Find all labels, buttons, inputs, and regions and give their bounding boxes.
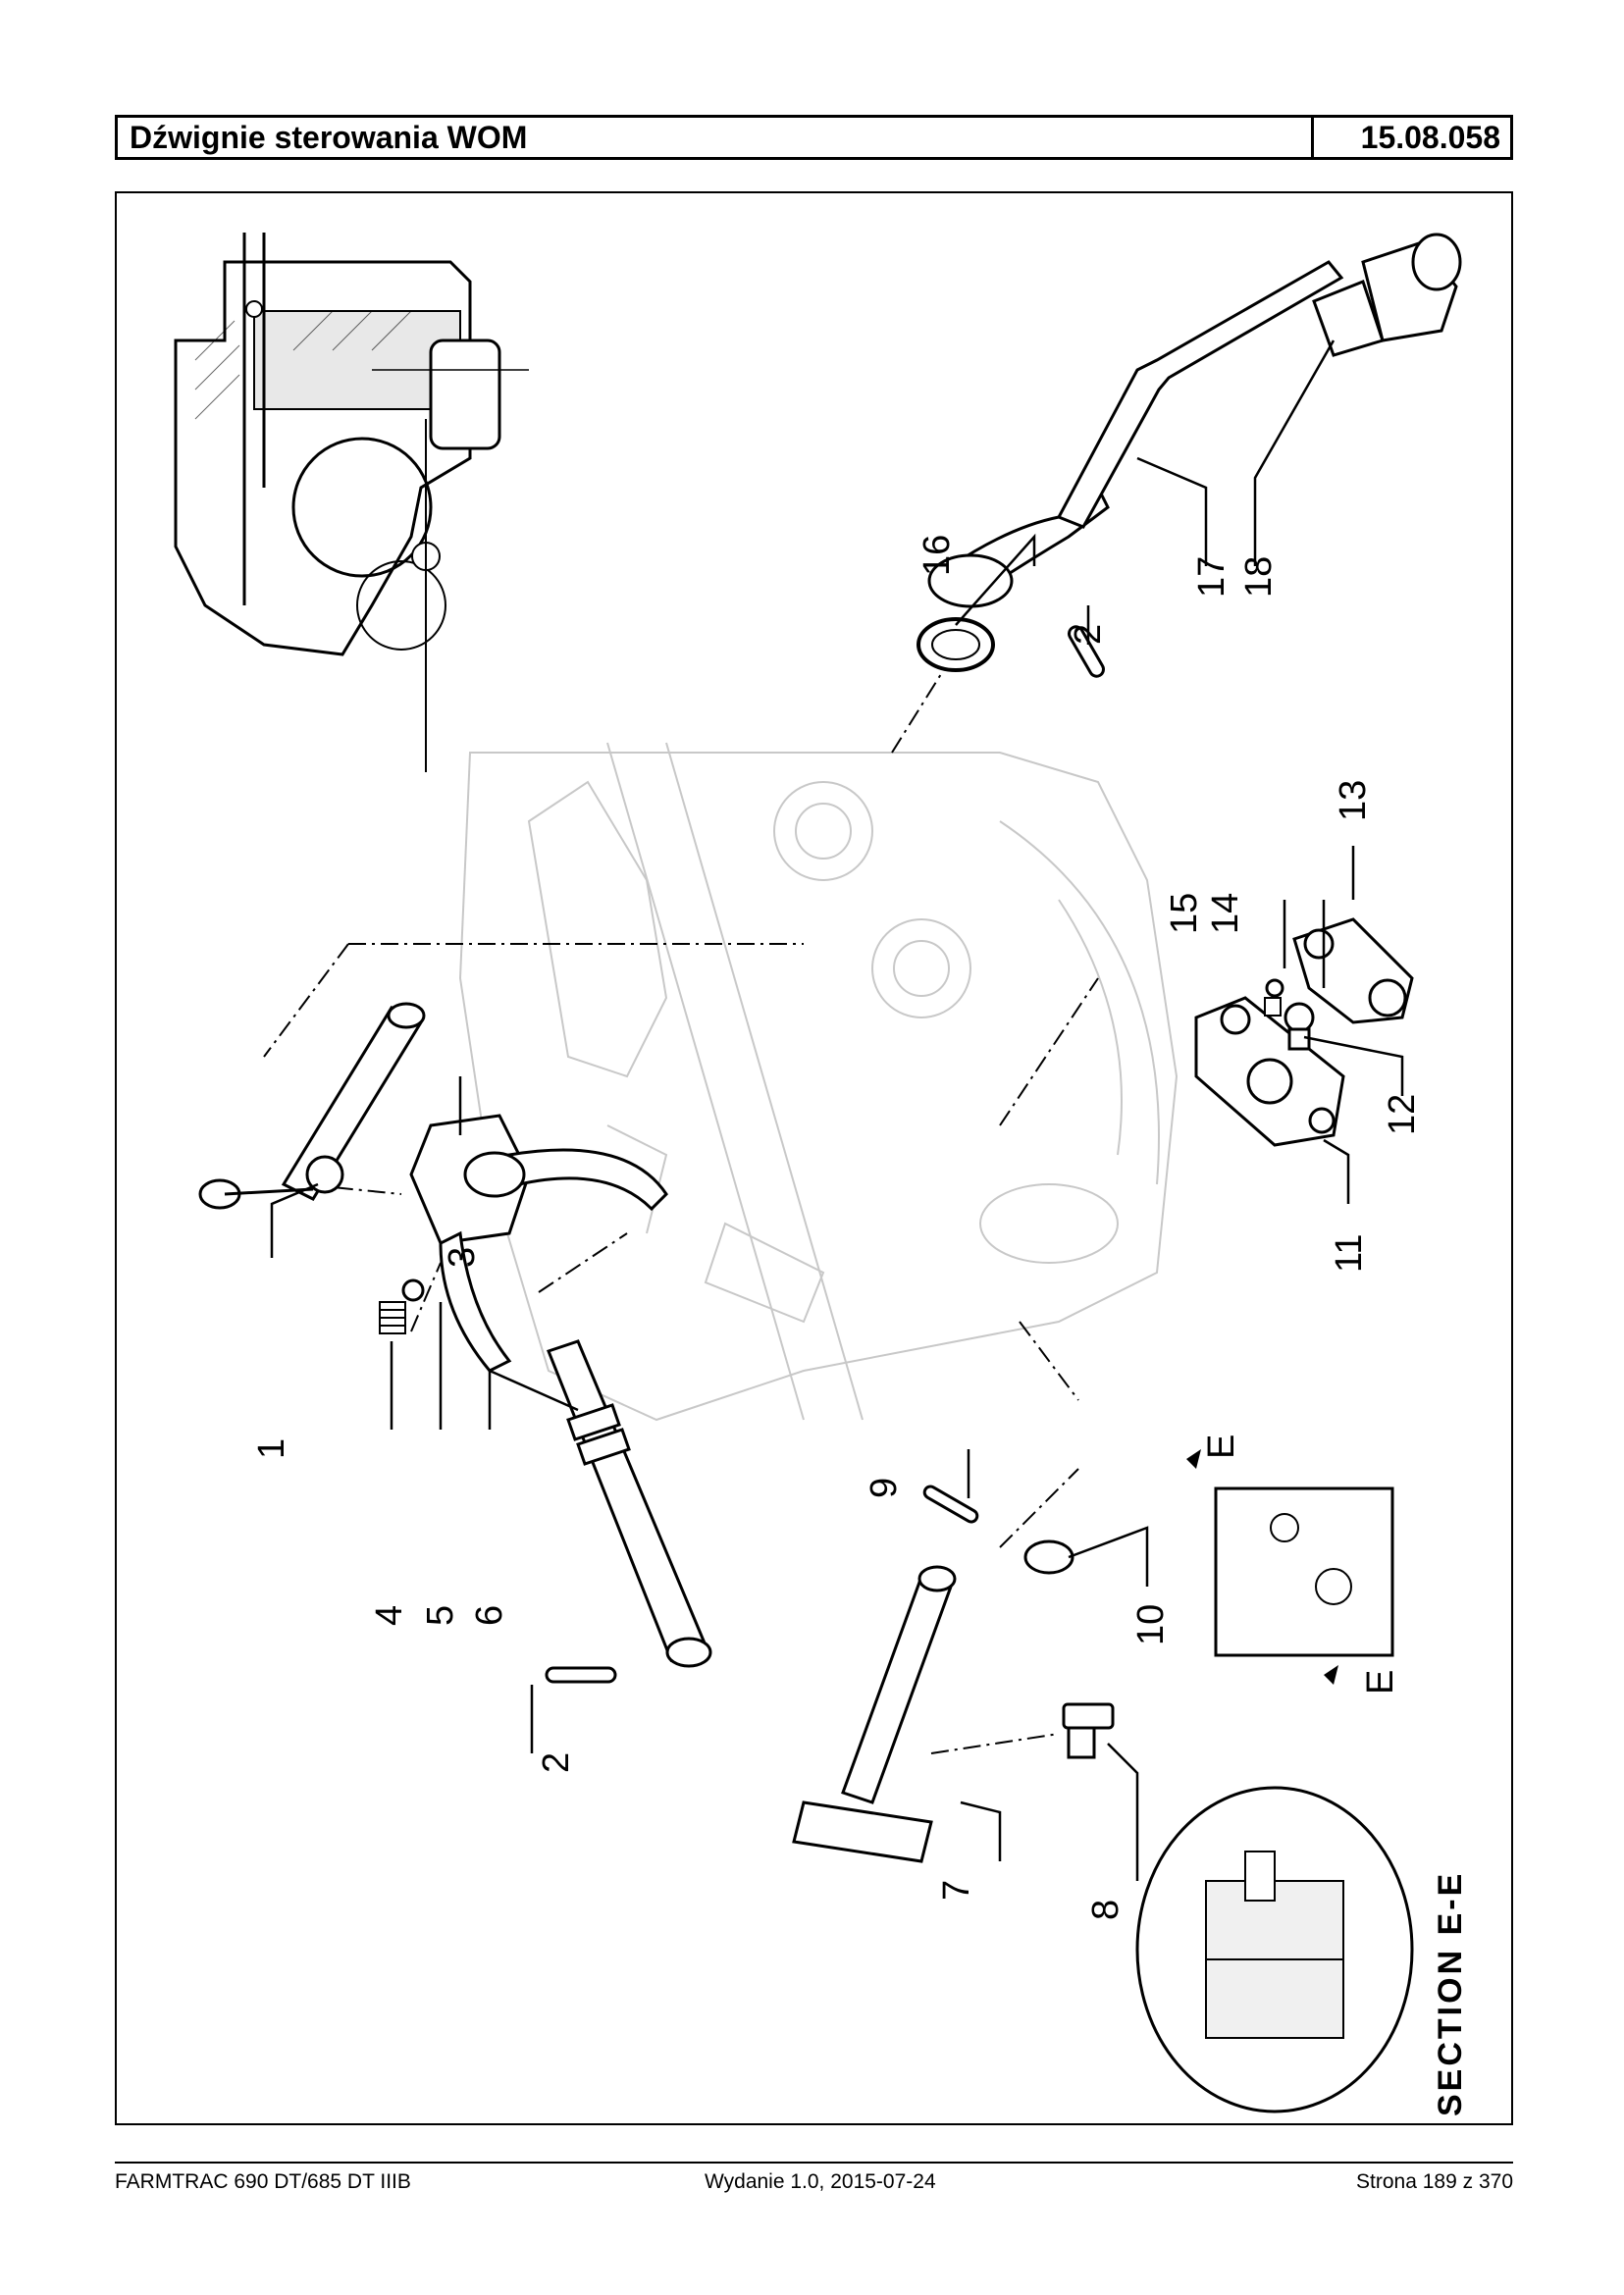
page-title: Dźwignie sterowania WOM xyxy=(118,118,1314,157)
callout-4: 4 xyxy=(369,1605,410,1626)
section-marker-bottom: E xyxy=(1360,1670,1401,1695)
callout-16: 16 xyxy=(917,535,958,576)
footer-page-number: Strona 189 z 370 xyxy=(1356,2170,1513,2193)
part-3-shift-fork xyxy=(409,1114,668,1373)
part-9-pin xyxy=(922,1485,979,1524)
callout-6: 6 xyxy=(469,1605,510,1626)
callout-12: 12 xyxy=(1382,1094,1423,1135)
callout-17: 17 xyxy=(1191,556,1232,598)
detail-cross-section xyxy=(174,233,529,772)
footer-rule xyxy=(115,2162,1513,2164)
callout-10: 10 xyxy=(1130,1604,1172,1645)
part-2-roll-pin-upper xyxy=(1068,625,1105,678)
footer-model: FARMTRAC 690 DT/685 DT IIIB xyxy=(115,2170,411,2193)
part-2-roll-pin-lower xyxy=(545,1666,617,1684)
section-marker-top: E xyxy=(1201,1434,1242,1459)
part-1-pin xyxy=(198,1002,426,1210)
callout-13: 13 xyxy=(1333,780,1374,821)
part-5-ball xyxy=(401,1278,425,1302)
part-15-ball xyxy=(1265,978,1284,998)
part-13-selector-arm xyxy=(1292,917,1414,1024)
callout-labels: 1 2 3 4 5 6 7 8 9 10 11 12 13 14 15 16 1… xyxy=(251,535,1469,2116)
section-marker-plate xyxy=(1186,1449,1394,1685)
callout-8: 8 xyxy=(1085,1900,1126,1920)
callout-14: 14 xyxy=(1205,893,1246,934)
diagram-frame: 1 2 3 4 5 6 7 8 9 10 11 12 13 14 15 16 1… xyxy=(115,191,1513,2125)
part-10-ring xyxy=(1023,1539,1074,1575)
callout-7: 7 xyxy=(936,1880,977,1901)
callout-5: 5 xyxy=(420,1605,461,1626)
callout-18: 18 xyxy=(1238,556,1280,598)
callout-11: 11 xyxy=(1329,1234,1370,1273)
callout-2-upper: 2 xyxy=(1068,624,1109,645)
part-6-shift-rod xyxy=(547,1339,712,1668)
exploded-parts-diagram: 1 2 3 4 5 6 7 8 9 10 11 12 13 14 15 16 1… xyxy=(174,233,1469,2116)
part-11-lever-plate xyxy=(1194,996,1345,1147)
callout-15: 15 xyxy=(1164,893,1205,934)
callout-1: 1 xyxy=(251,1438,292,1459)
part-18-knob xyxy=(1312,233,1462,357)
part-4-spring xyxy=(379,1301,406,1334)
document-code: 15.08.058 xyxy=(1360,119,1500,155)
page-header: Dźwignie sterowania WOM 15.08.058 xyxy=(115,115,1513,160)
section-ee-detail xyxy=(1135,1786,1414,2113)
footer-edition: Wydanie 1.0, 2015-07-24 xyxy=(705,2170,936,2193)
part-12-screw xyxy=(1283,1002,1315,1051)
part-16-seal xyxy=(917,617,995,672)
section-label: SECTION E-E xyxy=(1432,1871,1469,2116)
part-7-shaft xyxy=(792,1565,957,1863)
part-14-spring xyxy=(1264,997,1282,1017)
callout-2-lower: 2 xyxy=(536,1752,577,1773)
leader-lines xyxy=(270,339,1404,1881)
assembly-lines xyxy=(263,673,1099,1754)
callout-9: 9 xyxy=(864,1478,905,1498)
callout-3: 3 xyxy=(442,1247,483,1268)
background-housing xyxy=(458,742,1179,1422)
part-8-key xyxy=(1062,1702,1115,1759)
